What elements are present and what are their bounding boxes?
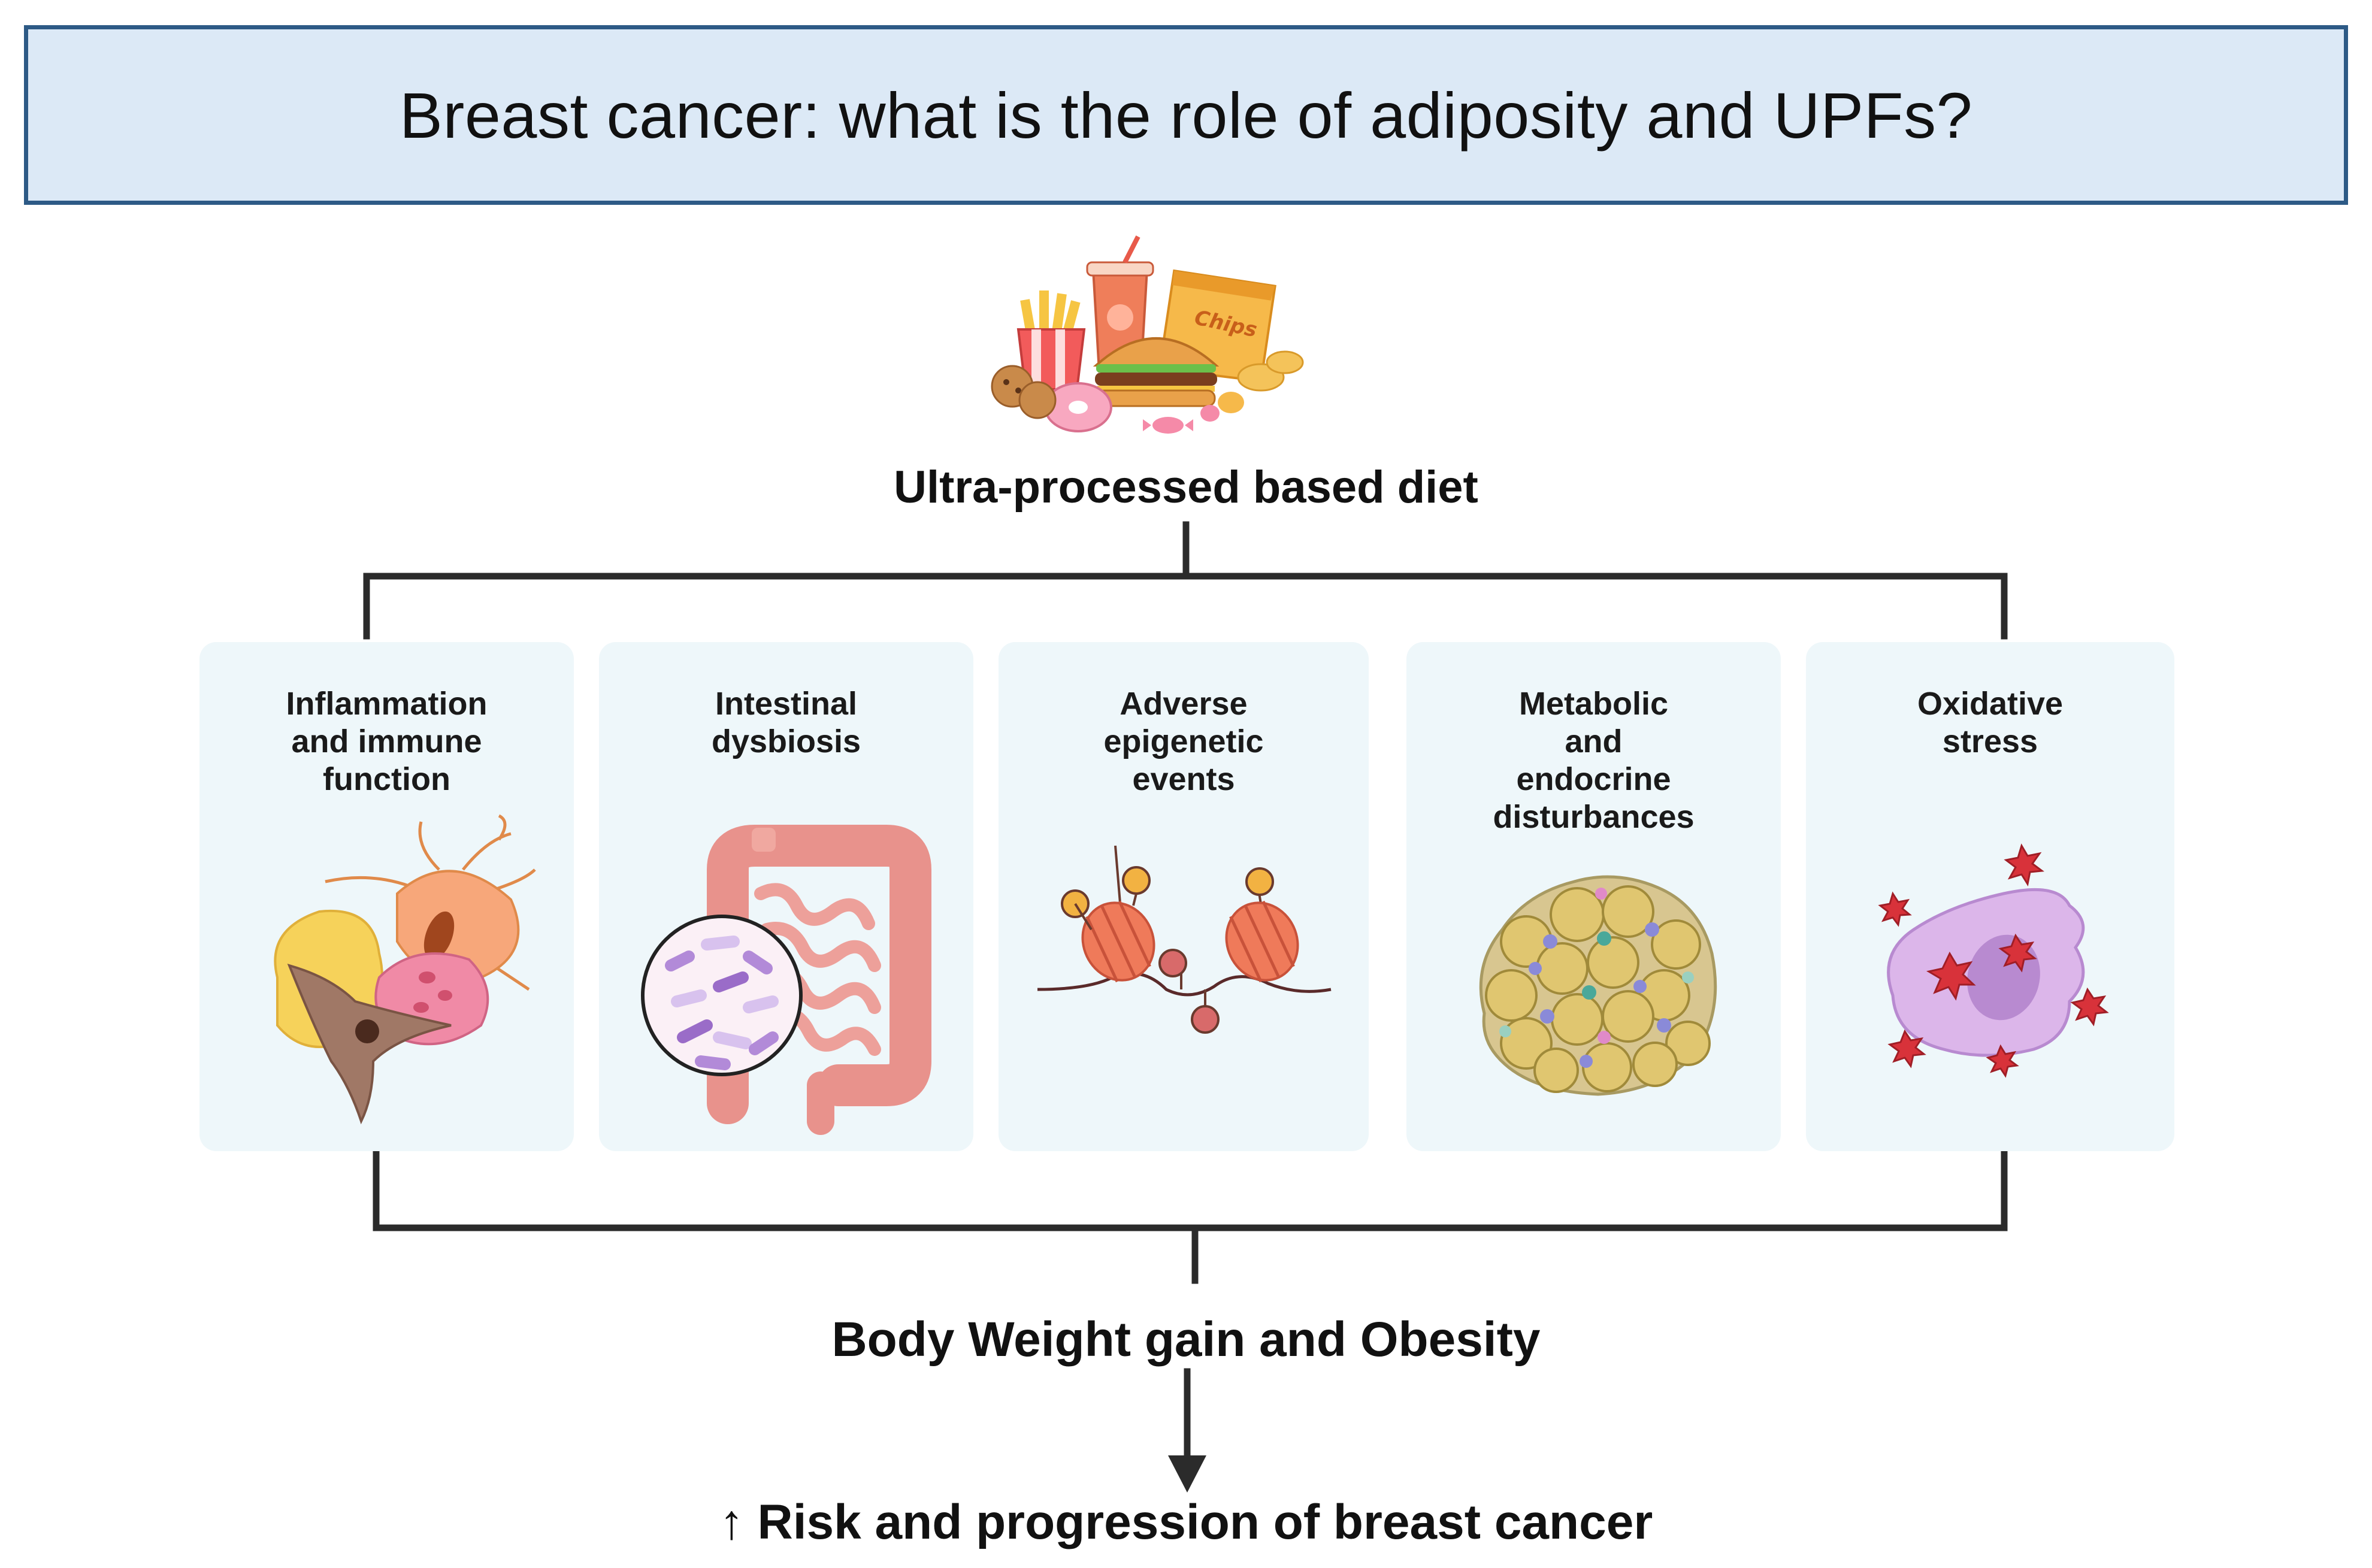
card-title: Adverse epigenetic events	[1103, 686, 1264, 797]
diet-label: Ultra-processed based diet	[894, 462, 1478, 513]
card-title: Inflammation and immune function	[286, 686, 488, 797]
page-title: Breast cancer: what is the role of adipo…	[399, 78, 1973, 152]
intestine-microbiota-icon	[641, 825, 931, 1135]
title-banner: Breast cancer: what is the role of adipo…	[24, 25, 2348, 205]
risk-label: ↑ Risk and progression of breast cancer	[719, 1495, 1653, 1549]
immune-cells-icon	[274, 814, 536, 1125]
card-dysbiosis: Intestinal dysbiosis	[599, 642, 973, 1151]
card-oxidative: Oxidative stress	[1806, 642, 2174, 1151]
card-title: Metabolic and endocrine disturbances	[1493, 686, 1695, 835]
card-metabolic: Metabolic and endocrine disturbances	[1406, 642, 1781, 1151]
oxidative-cell-icon	[1878, 843, 2109, 1078]
nucleosome-dna-icon	[1037, 845, 1332, 1034]
obesity-label: Body Weight gain and Obesity	[831, 1312, 1541, 1367]
card-title: Oxidative stress	[1917, 686, 2064, 759]
adipose-tissue-icon	[1479, 875, 1717, 1096]
card-inflammation: Inflammation and immune function	[199, 642, 574, 1151]
free-radical-icon	[1878, 843, 2109, 1078]
card-title: Intestinal dysbiosis	[711, 686, 861, 759]
arrow-down-icon	[1168, 1455, 1206, 1493]
card-epigenetic: Adverse epigenetic events	[999, 642, 1369, 1151]
junk-food-icon: Chips	[991, 235, 1304, 434]
